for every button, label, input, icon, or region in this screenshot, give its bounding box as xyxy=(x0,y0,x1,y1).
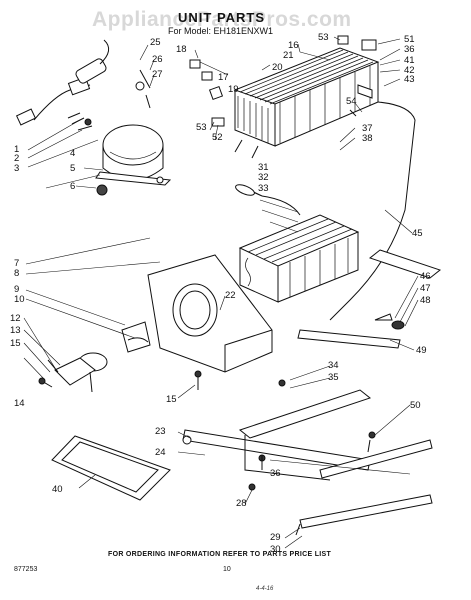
callout-13: 13 xyxy=(10,325,21,336)
drain-pan xyxy=(51,435,171,501)
callout-20: 20 xyxy=(272,62,283,73)
callout-45: 45 xyxy=(412,228,423,239)
part-code: 877253 xyxy=(14,566,38,573)
callout-14: 14 xyxy=(14,398,25,409)
callout-4: 4 xyxy=(70,148,75,159)
callout-42: 42 xyxy=(404,65,415,76)
date-stamp: 4-4-16 xyxy=(256,586,274,592)
callout-50: 50 xyxy=(410,400,421,411)
callout-15a: 15 xyxy=(10,338,21,349)
callout-34: 34 xyxy=(328,360,339,371)
callout-29: 29 xyxy=(270,532,281,543)
callout-52: 52 xyxy=(212,132,223,143)
condenser-coil xyxy=(233,47,380,159)
callout-27: 27 xyxy=(152,69,163,80)
callout-30: 30 xyxy=(270,544,281,555)
callout-31: 31 xyxy=(258,162,269,173)
callout-33: 33 xyxy=(258,183,269,194)
callout-36b: 36 xyxy=(404,44,415,55)
base-frame xyxy=(182,389,433,536)
fan-shroud xyxy=(147,254,273,373)
callout-3: 3 xyxy=(14,163,19,174)
right-brackets xyxy=(297,249,442,349)
callout-18: 18 xyxy=(176,44,187,55)
callout-41: 41 xyxy=(404,55,415,66)
screws xyxy=(182,370,371,453)
callout-38: 38 xyxy=(362,133,373,144)
callout-51: 51 xyxy=(404,34,415,45)
callout-28: 28 xyxy=(236,498,247,509)
callout-2: 2 xyxy=(14,153,19,164)
callout-36a: 36 xyxy=(270,468,281,479)
callout-5: 5 xyxy=(70,163,75,174)
callout-46: 46 xyxy=(420,271,431,282)
callout-16: 16 xyxy=(288,40,299,51)
callout-22: 22 xyxy=(225,290,236,301)
callout-12: 12 xyxy=(10,313,21,324)
page-number: 10 xyxy=(223,566,231,573)
callout-6: 6 xyxy=(70,181,75,192)
callout-47: 47 xyxy=(420,283,431,294)
callout-19: 19 xyxy=(228,84,239,95)
callout-17: 17 xyxy=(218,72,229,83)
callout-49: 49 xyxy=(416,345,427,356)
callout-25: 25 xyxy=(150,37,161,48)
callout-48: 48 xyxy=(420,295,431,306)
callout-26: 26 xyxy=(152,54,163,65)
callout-53b: 53 xyxy=(196,122,207,133)
model-line: For Model: EH181ENXW1 xyxy=(168,26,274,36)
discharge-line xyxy=(329,101,416,321)
callout-1: 1 xyxy=(14,144,19,155)
callout-24: 24 xyxy=(155,447,166,458)
leader-lines xyxy=(23,36,419,549)
callout-9: 9 xyxy=(14,284,19,295)
callout-37: 37 xyxy=(362,123,373,134)
callout-8: 8 xyxy=(14,268,19,279)
callout-23: 23 xyxy=(155,426,166,437)
top-small-parts xyxy=(189,35,377,127)
evaporator-coil xyxy=(235,184,360,303)
callout-7: 7 xyxy=(14,258,19,269)
ordering-note: FOR ORDERING INFORMATION REFER TO PARTS … xyxy=(108,551,332,558)
callout-53a: 53 xyxy=(318,32,329,43)
callout-10: 10 xyxy=(14,294,25,305)
callout-40: 40 xyxy=(52,484,63,495)
relay-parts xyxy=(15,39,151,131)
callout-15b: 15 xyxy=(166,394,177,405)
watermark-text: AppliancePartsPros.com xyxy=(92,8,352,31)
callout-32: 32 xyxy=(258,172,269,183)
callout-35: 35 xyxy=(328,372,339,383)
callout-21: 21 xyxy=(283,50,294,61)
callout-43: 43 xyxy=(404,74,415,85)
fan-motor-assembly xyxy=(38,321,151,393)
diagram-title: UNIT PARTS xyxy=(178,10,266,25)
compressor xyxy=(95,124,172,196)
callout-labels: 1 2 3 4 5 6 7 8 9 10 12 13 14 15 15 16 1… xyxy=(10,32,431,555)
callout-54: 54 xyxy=(346,96,357,107)
